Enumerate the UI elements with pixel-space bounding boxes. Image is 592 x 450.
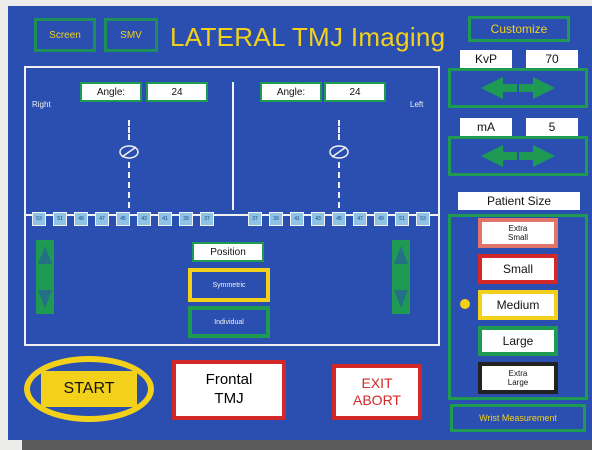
ma-arrow-pad (448, 136, 588, 176)
screen-button-label: Screen (49, 29, 81, 41)
smv-button-label: SMV (120, 29, 142, 41)
scale-tick[interactable]: 37 (200, 212, 214, 226)
right-tube-icon[interactable] (328, 144, 350, 160)
scale-tick[interactable]: 49 (374, 212, 388, 226)
scale-tick[interactable]: 45 (332, 212, 346, 226)
kvp-value: 70 (526, 50, 578, 68)
exit-line-1: EXIT (361, 374, 393, 391)
small-label: Small (502, 262, 533, 276)
left-guide-line-lower (128, 162, 130, 208)
extra-large-line-1: Extra (508, 369, 528, 378)
left-vertical-arrows[interactable] (31, 235, 59, 319)
frontal-line-2: TMJ (214, 390, 244, 407)
left-side-label: Left (410, 100, 424, 109)
screen-shadow (22, 440, 592, 450)
scale-tick[interactable]: 51 (395, 212, 409, 226)
right-side-label: Right (32, 100, 51, 109)
ma-increase-icon (533, 145, 555, 167)
medium-label: Medium (496, 298, 540, 312)
extra-small-line-2: Small (507, 233, 528, 242)
scale-tick[interactable]: 43 (137, 212, 151, 226)
scale-tick[interactable]: 41 (290, 212, 304, 226)
left-guide-line (128, 120, 130, 140)
individual-button[interactable]: Individual (188, 306, 270, 338)
patient-size-header: Patient Size (458, 192, 580, 210)
size-medium-button[interactable]: Medium (478, 290, 558, 320)
up-down-arrow-icon (38, 246, 52, 308)
exit-abort-button[interactable]: EXIT ABORT (332, 364, 422, 420)
large-label: Large (502, 334, 534, 348)
symmetric-label: Symmetric (212, 281, 246, 289)
kvp-increase-icon (533, 77, 555, 99)
ma-label: mA (460, 118, 512, 136)
scale-tick[interactable]: 39 (269, 212, 283, 226)
kvp-arrows[interactable] (451, 71, 585, 105)
start-button[interactable]: START (41, 371, 137, 407)
right-guide-line-lower (338, 162, 340, 208)
customize-label: Customize (490, 22, 548, 36)
ma-arrows[interactable] (451, 139, 585, 173)
screen-button[interactable]: Screen (34, 18, 96, 52)
start-ring[interactable]: START (24, 356, 154, 422)
ma-decrease-icon (481, 145, 503, 167)
left-tube-icon[interactable] (118, 144, 140, 160)
right-angle-label: Angle: (260, 82, 322, 102)
right-angle-value[interactable]: 24 (324, 82, 386, 102)
exit-line-2: ABORT (353, 392, 401, 408)
patient-size-group (448, 214, 588, 400)
angle-panel: Right Left Angle: 24 Angle: 24 53 51 49 … (24, 66, 440, 346)
extra-large-line-2: Large (507, 378, 529, 387)
right-vertical-arrows[interactable] (387, 235, 415, 319)
page-title: LATERAL TMJ Imaging (170, 22, 446, 52)
scale-tick[interactable]: 47 (353, 212, 367, 226)
selected-indicator (460, 299, 470, 309)
scale-tick[interactable]: 45 (116, 212, 130, 226)
wrist-measurement-button[interactable]: Wrist Measurement (450, 404, 586, 432)
scale-line (26, 214, 438, 216)
size-small-button[interactable]: Small (478, 254, 558, 284)
scale-tick[interactable]: 51 (53, 212, 67, 226)
kvp-label: KvP (460, 50, 512, 68)
smv-button[interactable]: SMV (104, 18, 158, 52)
center-divider (232, 82, 234, 210)
scale-tick[interactable]: 41 (158, 212, 172, 226)
scale-tick[interactable]: 53 (32, 212, 46, 226)
scale-tick[interactable]: 49 (74, 212, 88, 226)
ma-value: 5 (526, 118, 578, 136)
left-angle-value[interactable]: 24 (146, 82, 208, 102)
scale-tick[interactable]: 43 (311, 212, 325, 226)
kvp-arrow-pad (448, 68, 588, 108)
individual-label: Individual (214, 318, 244, 326)
symmetric-button[interactable]: Symmetric (188, 268, 270, 302)
scale-tick[interactable]: 37 (248, 212, 262, 226)
up-down-arrow-icon (394, 246, 408, 308)
scale-tick[interactable]: 53 (416, 212, 430, 226)
customize-button[interactable]: Customize (468, 16, 570, 42)
wrist-measurement-label: Wrist Measurement (479, 413, 557, 423)
kvp-decrease-icon (481, 77, 503, 99)
extra-small-line-1: Extra (508, 224, 528, 233)
scale-tick[interactable]: 39 (179, 212, 193, 226)
size-extra-large-button[interactable]: Extra Large (478, 362, 558, 394)
frontal-line-1: Frontal (205, 371, 253, 389)
scale-tick[interactable]: 47 (95, 212, 109, 226)
frontal-tmj-button[interactable]: Frontal TMJ (172, 360, 286, 420)
size-extra-small-button[interactable]: Extra Small (478, 218, 558, 248)
position-label: Position (192, 242, 264, 262)
left-angle-label: Angle: (80, 82, 142, 102)
right-guide-line (338, 120, 340, 140)
size-large-button[interactable]: Large (478, 326, 558, 356)
